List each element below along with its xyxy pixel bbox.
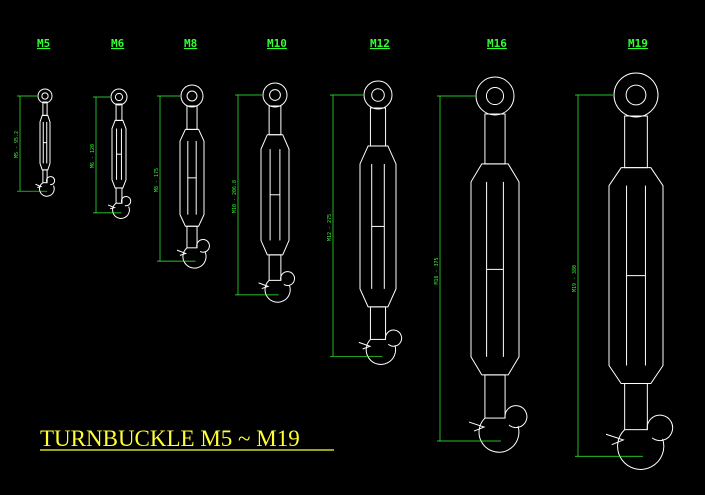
eye-inner [371,88,385,102]
frame-body [608,167,664,385]
hook [107,196,132,219]
dimension-text-m10: M10 - 206.8 [232,180,238,213]
hook [35,176,56,197]
eye-outer [475,76,515,116]
lower-rod [484,374,506,419]
size-label-m5: M5 [37,37,50,50]
turnbuckle-m5: M5 M5 - 95.2 [14,37,56,197]
lower-rod [42,169,48,184]
eye-outer [180,84,204,108]
upper-rod [624,115,648,169]
frame-body [359,145,397,308]
frame-body [470,163,520,376]
dimension-text-m19: M19 - 380 [572,265,578,292]
eye-inner [114,92,124,102]
frame-body [260,134,290,256]
upper-rod [186,105,198,130]
lower-rod [268,254,282,281]
upper-rod [484,113,506,165]
size-label-m6: M6 [111,37,125,50]
eye-inner [625,84,647,106]
lower-rod [115,187,123,204]
frame-body [111,119,127,189]
turnbuckle-m8: M8 M8 - 175 [154,37,210,269]
hook [358,329,403,365]
hook [605,414,674,470]
size-label-m19: M19 [628,37,648,50]
upper-rod [42,101,48,116]
turnbuckle-m6: M6 M6 - 120 [90,37,132,219]
hook [176,239,210,269]
frame-body [39,114,51,171]
dimension-text-m16: M16 - 375 [434,257,440,284]
eye-inner [41,92,49,100]
eye-outer [110,88,128,106]
drawing-title: TURNBUCKLE M5 ~ M19 [40,426,300,451]
dimension-text-m5: M5 - 95.2 [14,131,20,158]
dimension-text-m12: M12 - 275 [327,214,333,241]
lower-rod [186,225,198,249]
size-label-m12: M12 [370,37,390,50]
hook [258,271,296,303]
eye-inner [485,86,505,106]
size-label-m16: M16 [487,37,507,50]
upper-rod [115,103,123,121]
eye-outer [37,88,53,104]
upper-rod [369,107,387,147]
eye-outer [262,82,288,108]
size-label-m10: M10 [267,37,287,50]
lower-rod [624,383,648,431]
eye-inner [269,89,281,101]
lower-rod [369,306,387,340]
eye-outer [363,80,393,110]
eye-outer [613,72,659,118]
dimension-text-m8: M8 - 175 [154,168,160,192]
eye-inner [186,90,198,102]
size-label-m8: M8 [184,37,197,50]
dimension-text-m6: M6 - 120 [90,144,96,168]
upper-rod [268,105,282,136]
frame-body [179,128,205,227]
hook [468,405,528,453]
